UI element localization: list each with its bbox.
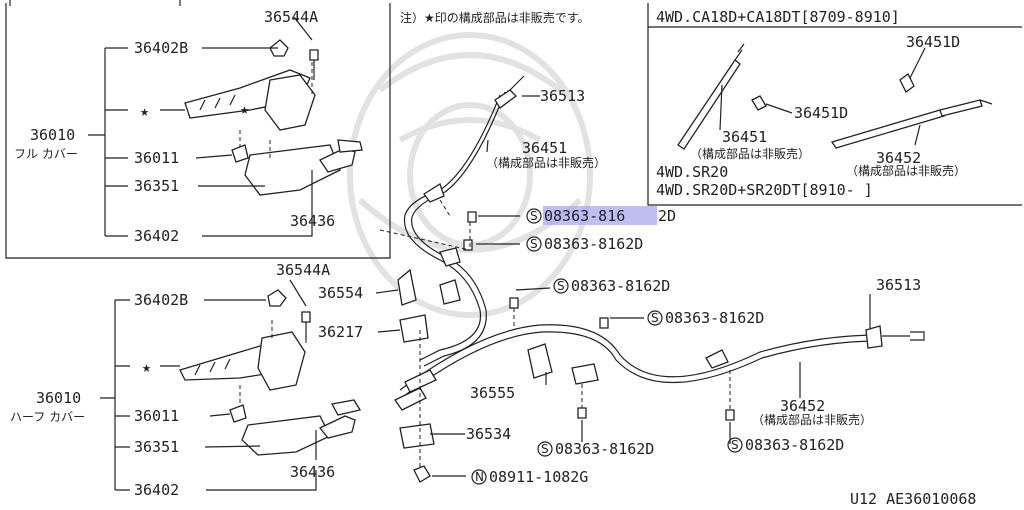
bolt-callout-2: S 08363-8162D (526, 235, 643, 253)
lower-part-36402: 36402 (134, 481, 179, 499)
inset-part-36452: 36452 (876, 149, 921, 167)
inset-part-36451: 36451 (722, 128, 767, 146)
center-cables (375, 75, 925, 483)
upper-assembly-drawing: ★ (88, 16, 363, 237)
bolt-callout-4: S 08363-8162D (647, 309, 764, 327)
lower-part-36010: 36010 (36, 389, 81, 407)
lower-star-label: ★ (142, 358, 151, 376)
upper-star-label: ★ (140, 102, 149, 120)
s-mark-3: S (557, 279, 565, 293)
center-part-36513-right: 36513 (876, 276, 921, 294)
center-part-36217: 36217 (318, 323, 363, 341)
inset-part-36452-note: （構成部品は非販売） (846, 163, 966, 178)
upper-box (5, 0, 391, 259)
bolt-1-highlighted-part: 08363-816 (544, 207, 625, 225)
inset-part-36451-note: （構成部品は非販売） (690, 146, 810, 161)
s-mark-6: S (731, 438, 739, 452)
upper-full-cover-label: フル カバー (14, 147, 78, 161)
center-part-36451-note: （構成部品は非販売） (486, 155, 606, 170)
upper-part-36402: 36402 (134, 227, 179, 245)
bolt-callout-6: S 08363-8162D (727, 436, 844, 454)
upper-part-36351: 36351 (134, 177, 179, 195)
n-mark: N (475, 470, 484, 484)
upper-part-36011: 36011 (134, 149, 179, 167)
lower-part-36544A: 36544A (276, 261, 330, 279)
inset-drawing (677, 43, 993, 150)
inset-title-2b: 4WD.SR20D+SR20DT[8910- ] (656, 181, 873, 199)
nut-part: 08911-1082G (489, 468, 588, 486)
center-part-36534: 36534 (466, 425, 511, 443)
lower-part-36351: 36351 (134, 438, 179, 456)
center-part-36554: 36554 (318, 284, 363, 302)
center-part-36452-note: （構成部品は非販売） (752, 412, 872, 427)
inset-part-36451D-top: 36451D (906, 33, 960, 51)
center-part-36451: 36451 (522, 139, 567, 157)
watermark (347, 32, 593, 318)
bolt-1-suffix: 2D (658, 207, 676, 225)
upper-star: ★ (240, 100, 249, 118)
inset-box (647, 3, 1022, 206)
bolt-3-part: 08363-8162D (571, 277, 670, 295)
nut-callout: N 08911-1082G (471, 468, 588, 486)
s-mark-5: S (541, 442, 549, 456)
lower-part-36402B: 36402B (134, 291, 188, 309)
upper-part-36402B: 36402B (134, 39, 188, 57)
inset-part-36451D-mid: 36451D (794, 104, 848, 122)
center-part-36555: 36555 (470, 384, 515, 402)
bolt-4-part: 08363-8162D (665, 309, 764, 327)
lower-half-cover-label: ハーフ カバー (10, 410, 85, 424)
center-part-36452: 36452 (780, 397, 825, 415)
lower-part-36436: 36436 (290, 463, 335, 481)
upper-part-36544A: 36544A (264, 8, 318, 26)
s-mark-2: S (530, 237, 538, 251)
bolt-callout-5: S 08363-8162D (537, 440, 654, 458)
inset-title-1: 4WD.CA18D+CA18DT[8709-8910] (656, 8, 900, 26)
s-mark-4: S (651, 311, 659, 325)
center-part-36513: 36513 (540, 87, 585, 105)
upper-part-36010: 36010 (30, 126, 75, 144)
lower-assembly-drawing (100, 279, 362, 491)
lower-part-36011: 36011 (134, 407, 179, 425)
inset-title-2a: 4WD.SR20 (656, 163, 728, 181)
upper-part-36436: 36436 (290, 212, 335, 230)
bolt-callout-3: S 08363-8162D (553, 277, 670, 295)
s-mark-1: S (530, 209, 538, 223)
bolt-6-part: 08363-8162D (745, 436, 844, 454)
bolt-callout-highlighted[interactable]: S 08363-816 2D (526, 206, 676, 225)
note-text: 注）★印の構成部品は非販売です。 (400, 10, 590, 25)
bolt-2-part: 08363-8162D (544, 235, 643, 253)
footer-code: U12 AE36010068 (850, 490, 976, 508)
bolt-5-part: 08363-8162D (555, 440, 654, 458)
